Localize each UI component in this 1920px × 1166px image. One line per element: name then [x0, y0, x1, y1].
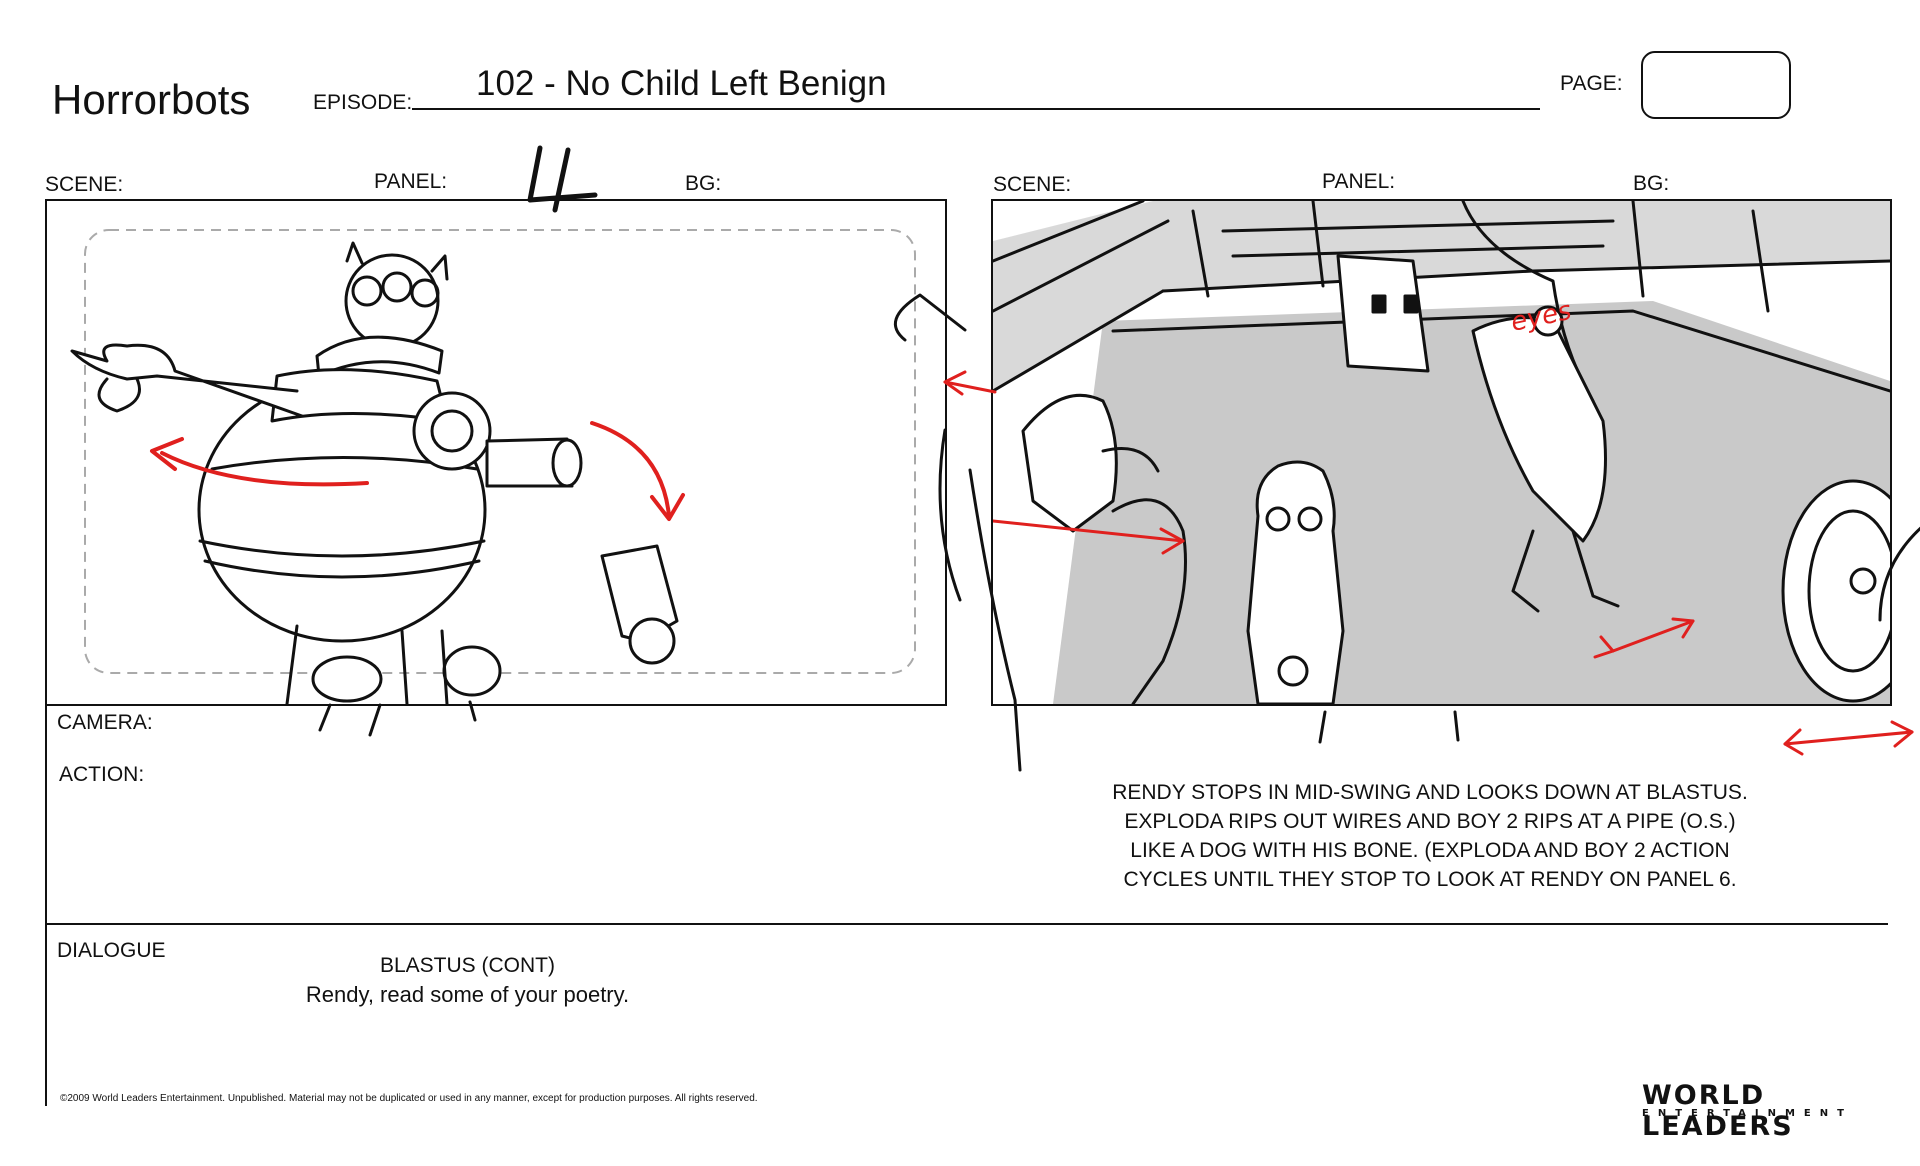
boy-2-figure: [1781, 479, 1890, 703]
company-logo-main: WORLD LEADERS: [1642, 1080, 1794, 1142]
panel-2-panel-label: PANEL:: [1322, 170, 1396, 193]
dialogue-line: Rendy, read some of your poetry.: [305, 982, 630, 1007]
page-number-field[interactable]: [1641, 51, 1791, 119]
panel-2-bg-label: BG:: [1633, 172, 1670, 195]
panel-1-frame: [45, 199, 947, 706]
action-label: ACTION:: [59, 763, 145, 786]
panel-1-safe-area: [84, 229, 916, 674]
blastus-robot: [70, 241, 679, 704]
panel-1-scene-label: SCENE:: [45, 173, 124, 196]
dialogue-divider: [45, 923, 1888, 925]
blastus-figure: [1246, 460, 1345, 704]
panel-1-sketch: [70, 229, 916, 704]
sheet-left-border: [45, 702, 47, 1106]
page-label: PAGE:: [1560, 72, 1623, 95]
exploda-figure: [1021, 393, 1187, 704]
episode-label: EPISODE:: [313, 91, 413, 114]
panel-2-scene-label: SCENE:: [993, 173, 1072, 196]
company-logo-sub: ENTERTAINMENT: [1642, 1108, 1853, 1119]
panel-1-panel-label: PANEL:: [374, 170, 448, 193]
offpanel-motion-arrows: [943, 370, 1914, 756]
dialogue-character: BLASTUS (CONT): [379, 954, 555, 977]
episode-value: 102 - No Child Left Benign: [476, 64, 887, 103]
action-description: RENDY STOPS IN MID-SWING AND LOOKS DOWN …: [1112, 781, 1748, 891]
panel-number-4-glyph: [527, 145, 598, 213]
ceiling-tone: [993, 201, 1890, 391]
camera-label: CAMERA:: [57, 711, 153, 734]
episode-underline: [412, 108, 1540, 110]
show-title: Horrorbots: [52, 76, 251, 123]
panel-1-motion-arrows: [150, 421, 685, 521]
panel-2-frame: eyes: [991, 199, 1892, 706]
rendy-robot: [1336, 201, 1620, 613]
panel-1-bg-label: BG:: [685, 172, 722, 195]
offpanel-sketch-lines: [318, 293, 1920, 772]
panel-2-sketch: eyes: [993, 201, 1890, 704]
copyright-notice: ©2009 World Leaders Entertainment. Unpub…: [60, 1093, 758, 1104]
panel-2-motion-arrows: [993, 519, 1695, 659]
dialogue-label: DIALOGUE: [57, 939, 166, 962]
